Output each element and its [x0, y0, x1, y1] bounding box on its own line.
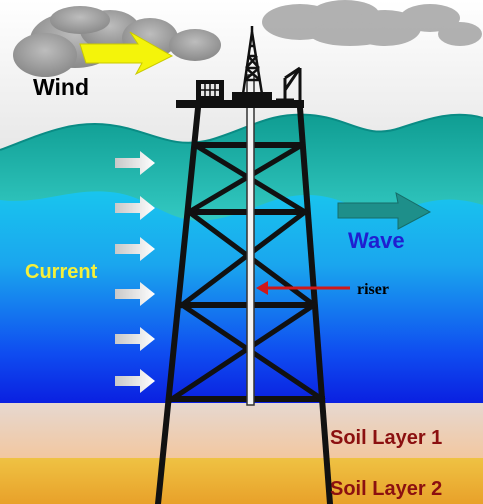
- platform-deck: [176, 80, 304, 108]
- wave-surface: [0, 114, 483, 221]
- current-arrows: [115, 151, 155, 393]
- current-arrow-icon: [115, 196, 155, 220]
- riser-pointer-arrow: [256, 281, 350, 295]
- wave-arrow-icon: [337, 192, 432, 230]
- derrick-icon: [241, 26, 264, 95]
- cloud-right-icon: [262, 0, 482, 46]
- crane-icon: [276, 66, 302, 102]
- current-arrow-icon: [115, 282, 155, 306]
- soil-layer-1-label: Soil Layer 1: [330, 427, 442, 449]
- wind-label: Wind: [33, 74, 89, 100]
- wind-arrow-icon: [79, 31, 174, 76]
- soil-layer-1-band: [0, 403, 483, 458]
- current-arrow-icon: [115, 327, 155, 351]
- riser-pipe: [246, 74, 255, 406]
- wave-label: Wave: [348, 228, 405, 253]
- current-label: Current: [25, 261, 98, 283]
- soil-layer-2-band: [0, 458, 483, 504]
- soil-layer-2-label: Soil Layer 2: [330, 478, 442, 500]
- riser-label: riser: [357, 281, 389, 298]
- current-arrow-icon: [115, 369, 155, 393]
- current-arrow-icon: [115, 237, 155, 261]
- wave-crest-line: [0, 113, 483, 151]
- current-arrow-icon: [115, 151, 155, 175]
